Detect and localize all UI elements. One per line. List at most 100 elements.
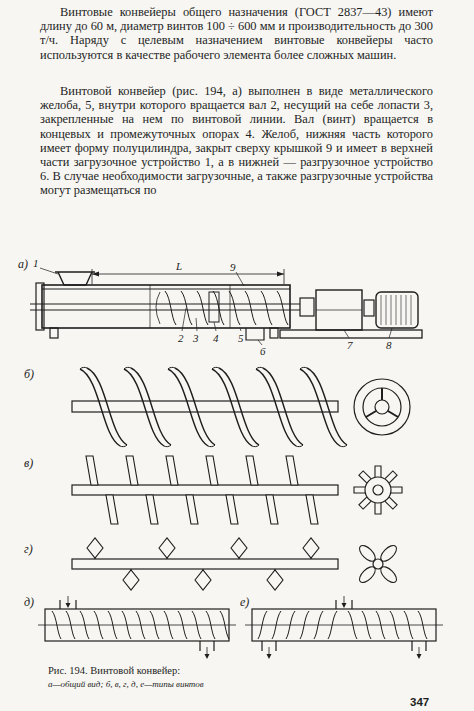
- drawing-stroke: [66, 611, 75, 639]
- drawing-stroke: [307, 368, 347, 445]
- drawing-stroke: [126, 456, 138, 485]
- drawing-stroke: [314, 611, 323, 639]
- drawing-stroke: [261, 291, 272, 325]
- body-paragraph: Винтовые конвейеры общего назначения (ГО…: [40, 5, 433, 62]
- figure-caption: Рис. 194. Винтовой конвейер:: [48, 666, 180, 677]
- drawing-stroke: [94, 557, 95, 559]
- figure-letter: в): [24, 457, 33, 469]
- callout-number: 2: [178, 333, 184, 344]
- drawing-stroke: [212, 367, 259, 446]
- drawing-stroke: [286, 456, 298, 485]
- drawing-stroke: [310, 557, 311, 559]
- drawing-stroke: [306, 495, 318, 524]
- drawing-stroke: [376, 611, 385, 639]
- drawing-stroke: [274, 569, 275, 571]
- drawing-stroke: [300, 367, 347, 446]
- drawing-stroke: [131, 368, 171, 445]
- drawing-stroke: [197, 291, 208, 325]
- figure-letter: а): [18, 258, 28, 270]
- drawing-stroke: [401, 295, 402, 325]
- drawing-stroke: [354, 487, 365, 493]
- callout-number: 4: [213, 333, 219, 344]
- drawing-stroke: [206, 611, 215, 639]
- drawing-stroke: [164, 611, 173, 639]
- drawing-stroke: [245, 291, 256, 325]
- drawing-stroke: [246, 456, 258, 485]
- drawing-stroke: [192, 611, 201, 639]
- drawing-stroke: [238, 557, 239, 559]
- drawing-stroke: [94, 611, 103, 639]
- drawing-stroke: [256, 367, 303, 446]
- callout-number: 5: [238, 333, 244, 344]
- drawing-stroke: [226, 495, 238, 524]
- drawing-stroke: [418, 611, 427, 639]
- drawing-stroke: [385, 471, 397, 483]
- drawing-stroke: [80, 611, 89, 639]
- drawing-stroke: [130, 569, 131, 571]
- drawing-stroke: [219, 368, 259, 445]
- drawing-stroke: [178, 611, 187, 639]
- drawing-stroke: [328, 611, 337, 639]
- drawing-stroke: [86, 456, 98, 485]
- trough-screws: [38, 596, 443, 659]
- body-paragraph: Винтовой конвейер (рис. 194, а) выполнен…: [40, 84, 433, 198]
- drawing-stroke: [106, 495, 118, 524]
- callout-number: 1: [33, 258, 39, 269]
- drawing-stroke: [122, 611, 131, 639]
- drawing-stroke: [378, 564, 399, 585]
- drawing-stroke: [186, 495, 198, 524]
- drawing-stroke: [411, 295, 412, 325]
- drawing-stroke: [146, 495, 158, 524]
- drawing-stroke: [150, 611, 159, 639]
- drawing-stroke: [229, 291, 240, 325]
- figure-letter: д): [24, 596, 34, 608]
- drawing-stroke: [391, 295, 392, 325]
- drawing-stroke: [80, 367, 127, 446]
- drawing-stroke: [300, 611, 309, 639]
- callout-number: 3: [193, 333, 199, 344]
- drawing-stroke: [375, 503, 381, 514]
- drawing-stroke: [406, 295, 407, 325]
- drawing-stroke: [166, 557, 167, 559]
- callout-number: 7: [347, 340, 353, 351]
- drawing-stroke: [258, 611, 267, 639]
- drawing-stroke: [168, 367, 215, 446]
- figure-letter: е): [240, 596, 249, 608]
- drawing-stroke: [87, 368, 127, 445]
- drawing-stroke: [80, 369, 120, 446]
- drawing-stroke: [212, 369, 252, 446]
- drawing-stroke: [390, 611, 399, 639]
- paddle-shaft: [72, 538, 399, 590]
- drawing-stroke: [375, 466, 381, 477]
- drawing-stroke: [391, 487, 402, 493]
- drawing-stroke: [362, 611, 371, 639]
- drawing-stroke: [272, 611, 281, 639]
- drawing-stroke: [359, 471, 371, 483]
- drawing-stroke: [195, 570, 211, 590]
- drawing-stroke: [181, 291, 192, 325]
- drawing-stroke: [404, 611, 413, 639]
- drawing-stroke: [159, 538, 175, 558]
- dimension-label: L: [176, 261, 182, 272]
- drawing-stroke: [124, 369, 164, 446]
- drawing-stroke: [277, 291, 288, 325]
- drawing-stroke: [168, 369, 208, 446]
- drawing-stroke: [123, 570, 139, 590]
- drawing-stroke: [357, 564, 378, 585]
- drawing-stroke: [300, 369, 340, 446]
- drawing-stroke: [357, 543, 378, 564]
- figure-letter: г): [24, 543, 33, 555]
- paddle-screw: [72, 456, 402, 524]
- drawing-stroke: [385, 497, 397, 509]
- page-number: 347: [410, 697, 429, 709]
- drawing-stroke: [266, 495, 278, 524]
- drawing-stroke: [87, 538, 103, 558]
- drawing-stroke: [206, 456, 218, 485]
- conveyor-general-view: [30, 268, 422, 345]
- caption-legend: а—общий вид; б, в, г, д, е—типы винтов: [48, 680, 204, 689]
- drawing-stroke: [136, 611, 145, 639]
- drawing-stroke: [166, 456, 178, 485]
- drawing-stroke: [202, 569, 203, 571]
- callout-number: 8: [386, 340, 392, 351]
- drawing-stroke: [175, 368, 215, 445]
